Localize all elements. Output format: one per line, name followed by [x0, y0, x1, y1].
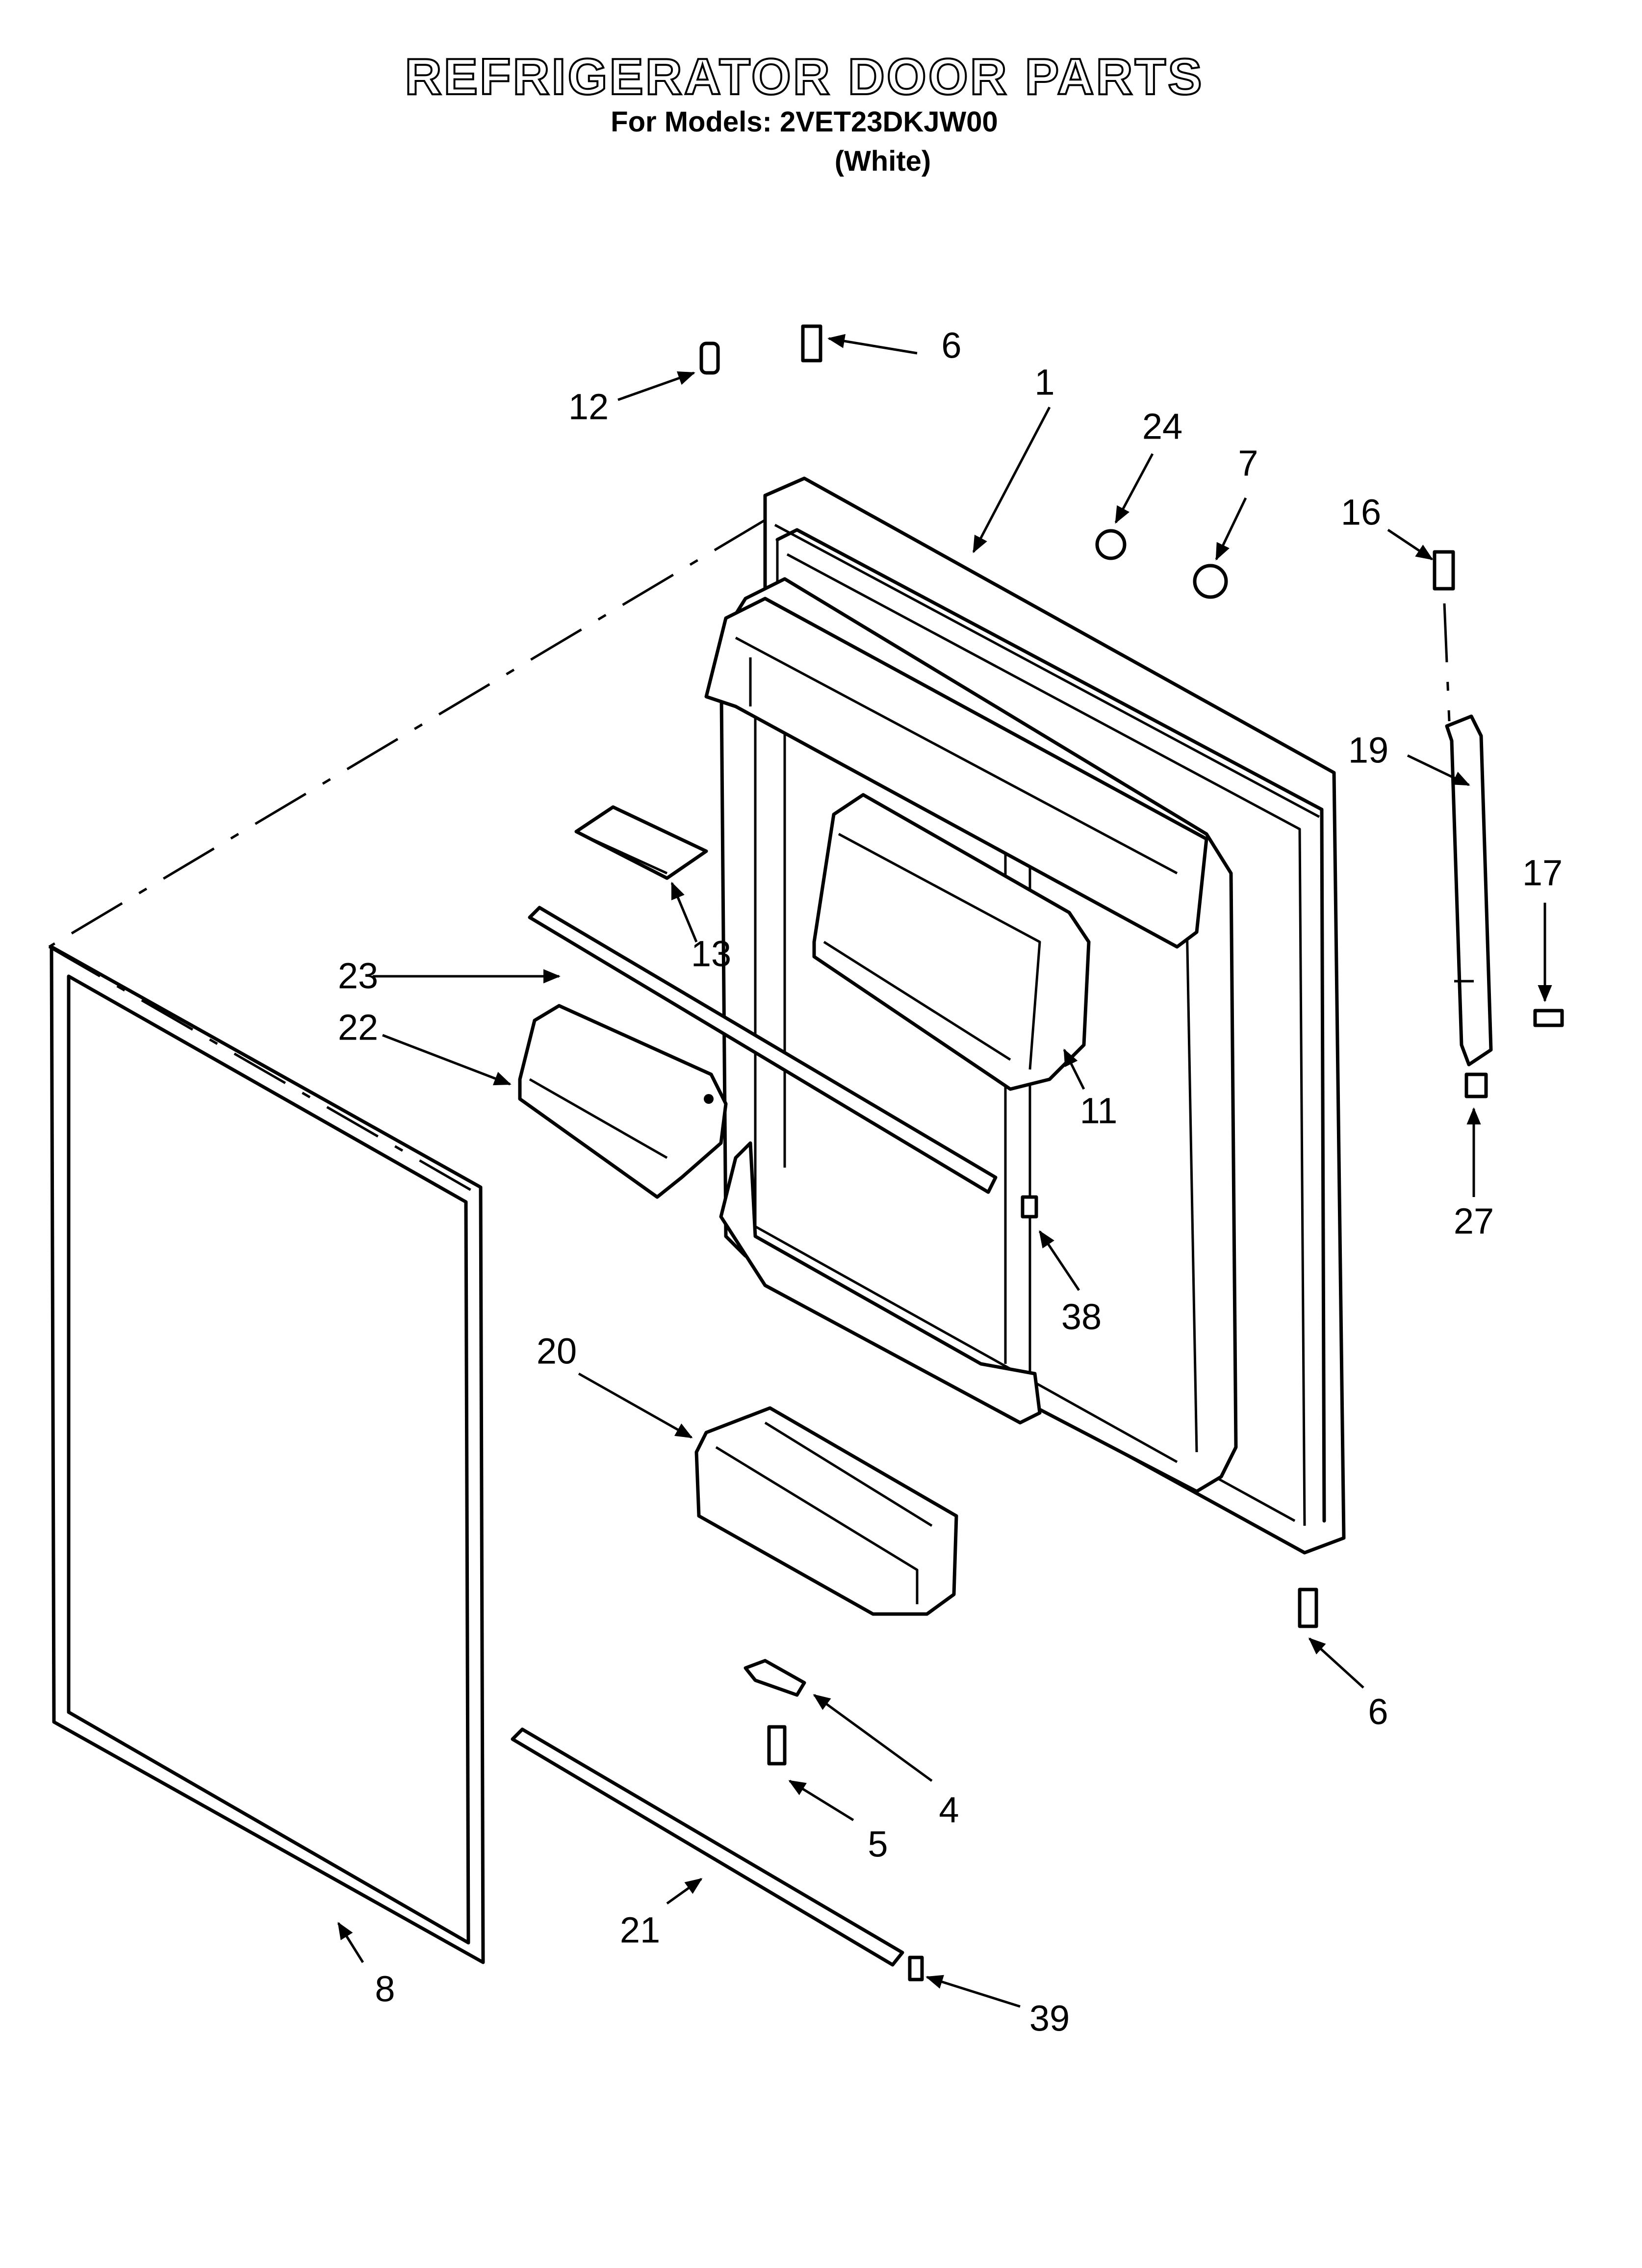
screw-part-17: [1533, 1009, 1564, 1027]
callout-6-bottom: 6: [1368, 1692, 1388, 1732]
top-door-shelf: [704, 597, 1208, 949]
fastener-parts: [699, 324, 1564, 1981]
clip-part-39: [908, 1955, 924, 1981]
color-line: (White): [835, 145, 931, 177]
part-22-bin: [518, 1004, 728, 1199]
callout-21: 21: [620, 1910, 660, 1951]
callout-24: 24: [1142, 406, 1182, 447]
screw-part-6-bottom: [1298, 1588, 1318, 1628]
callout-6-top: 6: [941, 325, 961, 366]
callout-labels: 12 6 1 24 7 16 19 17 23 22 13 11 27 38 2…: [338, 325, 1563, 2039]
leader-lines: [337, 334, 1552, 2008]
callout-13: 13: [691, 934, 731, 974]
cabinet-outline: [48, 519, 766, 1199]
callout-11: 11: [1080, 1091, 1118, 1131]
lower-liner-bin: [719, 1141, 1042, 1425]
door-handle: [1443, 603, 1493, 1067]
part-20-bin: [694, 1406, 958, 1616]
callout-22: 22: [338, 1007, 378, 1048]
spacer-part-27: [1464, 1072, 1488, 1098]
models-line: For Models: 2VET23DKJW00: [611, 106, 998, 138]
callout-7: 7: [1238, 443, 1258, 484]
plug-part-12: [699, 341, 720, 375]
callout-20: 20: [537, 1331, 577, 1372]
clip-part-38: [1021, 1195, 1038, 1219]
screw-part-5: [767, 1725, 787, 1766]
callout-12: 12: [568, 387, 609, 427]
callout-5: 5: [868, 1824, 888, 1865]
callout-23: 23: [338, 956, 378, 996]
callout-39: 39: [1029, 1998, 1070, 2039]
door-gasket: [50, 945, 485, 1964]
callout-27: 27: [1454, 1201, 1494, 1242]
part-21-trim: [511, 1727, 904, 1967]
callout-1: 1: [1034, 362, 1054, 403]
callout-38: 38: [1061, 1297, 1102, 1337]
callout-17: 17: [1522, 853, 1563, 893]
plug-part-7: [1193, 564, 1228, 599]
screw-part-6-top: [801, 324, 822, 363]
part-13-tray: [574, 805, 708, 880]
callout-8: 8: [375, 1969, 395, 2009]
callout-16: 16: [1341, 492, 1381, 533]
screw-part-16: [1433, 550, 1455, 591]
utility-compartment: [812, 793, 1091, 1091]
part-23-bar: [528, 906, 998, 1194]
plug-part-24: [1095, 529, 1127, 560]
callout-19: 19: [1348, 730, 1388, 771]
diagram-title: REFRIGERATOR DOOR PARTS: [405, 49, 1204, 105]
callout-4: 4: [939, 1790, 959, 1830]
hinge-part-4: [744, 1659, 806, 1697]
